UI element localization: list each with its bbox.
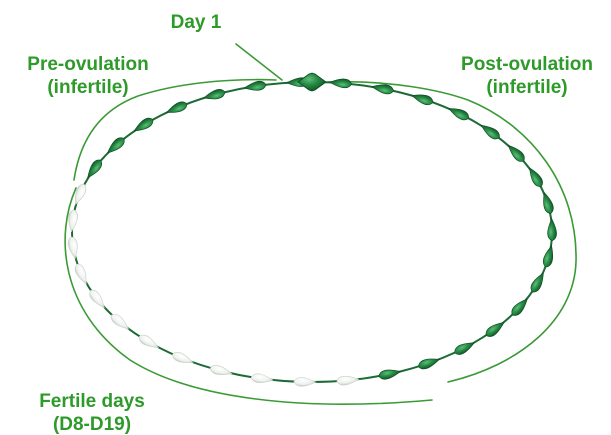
post-ovulation-label: Post-ovulation: [461, 54, 593, 75]
infertile-bead: [417, 355, 441, 371]
infertile-bead: [132, 116, 155, 135]
infertile-bead: [509, 296, 530, 318]
post-ovulation-bracket: [328, 82, 576, 382]
fertile-bead: [67, 236, 79, 259]
fertile-days-sublabel: (D8-D19): [53, 414, 131, 435]
fertile-bead: [209, 364, 233, 378]
infertile-bead: [378, 367, 401, 380]
infertile-bead: [479, 122, 502, 142]
infertile-bead: [165, 100, 189, 117]
fertile-bead: [294, 377, 316, 386]
fertile-bead: [251, 373, 274, 385]
fertile-bead: [137, 333, 160, 352]
pre-ovulation-label: Pre-ovulation: [27, 54, 148, 75]
infertile-bead: [505, 142, 527, 164]
infertile-bead: [447, 105, 471, 123]
infertile-bead: [547, 219, 556, 241]
fertile-bead: [73, 262, 90, 286]
bead-ring: [67, 73, 557, 387]
infertile-bead: [105, 135, 127, 156]
fertile-days-label: Fertile days: [39, 391, 145, 412]
fertile-bead: [336, 375, 359, 386]
infertile-bead: [540, 191, 555, 215]
infertile-bead: [453, 339, 477, 357]
fertile-days-bracket: [65, 188, 432, 404]
infertile-bead: [84, 158, 104, 181]
day1-label: Day 1: [171, 12, 222, 33]
infertile-bead: [203, 88, 227, 102]
post-ovulation-sublabel: (infertile): [486, 77, 567, 98]
bracket-lines: [65, 44, 576, 404]
infertile-bead: [411, 91, 435, 106]
day1-marker-bead: [298, 73, 326, 91]
infertile-bead: [244, 80, 267, 92]
fertile-bead: [171, 350, 195, 366]
day1-pointer: [236, 44, 282, 80]
infertile-bead: [529, 271, 548, 295]
pre-ovulation-sublabel: (infertile): [47, 77, 128, 98]
infertile-bead: [329, 78, 352, 89]
infertile-bead: [542, 245, 556, 269]
